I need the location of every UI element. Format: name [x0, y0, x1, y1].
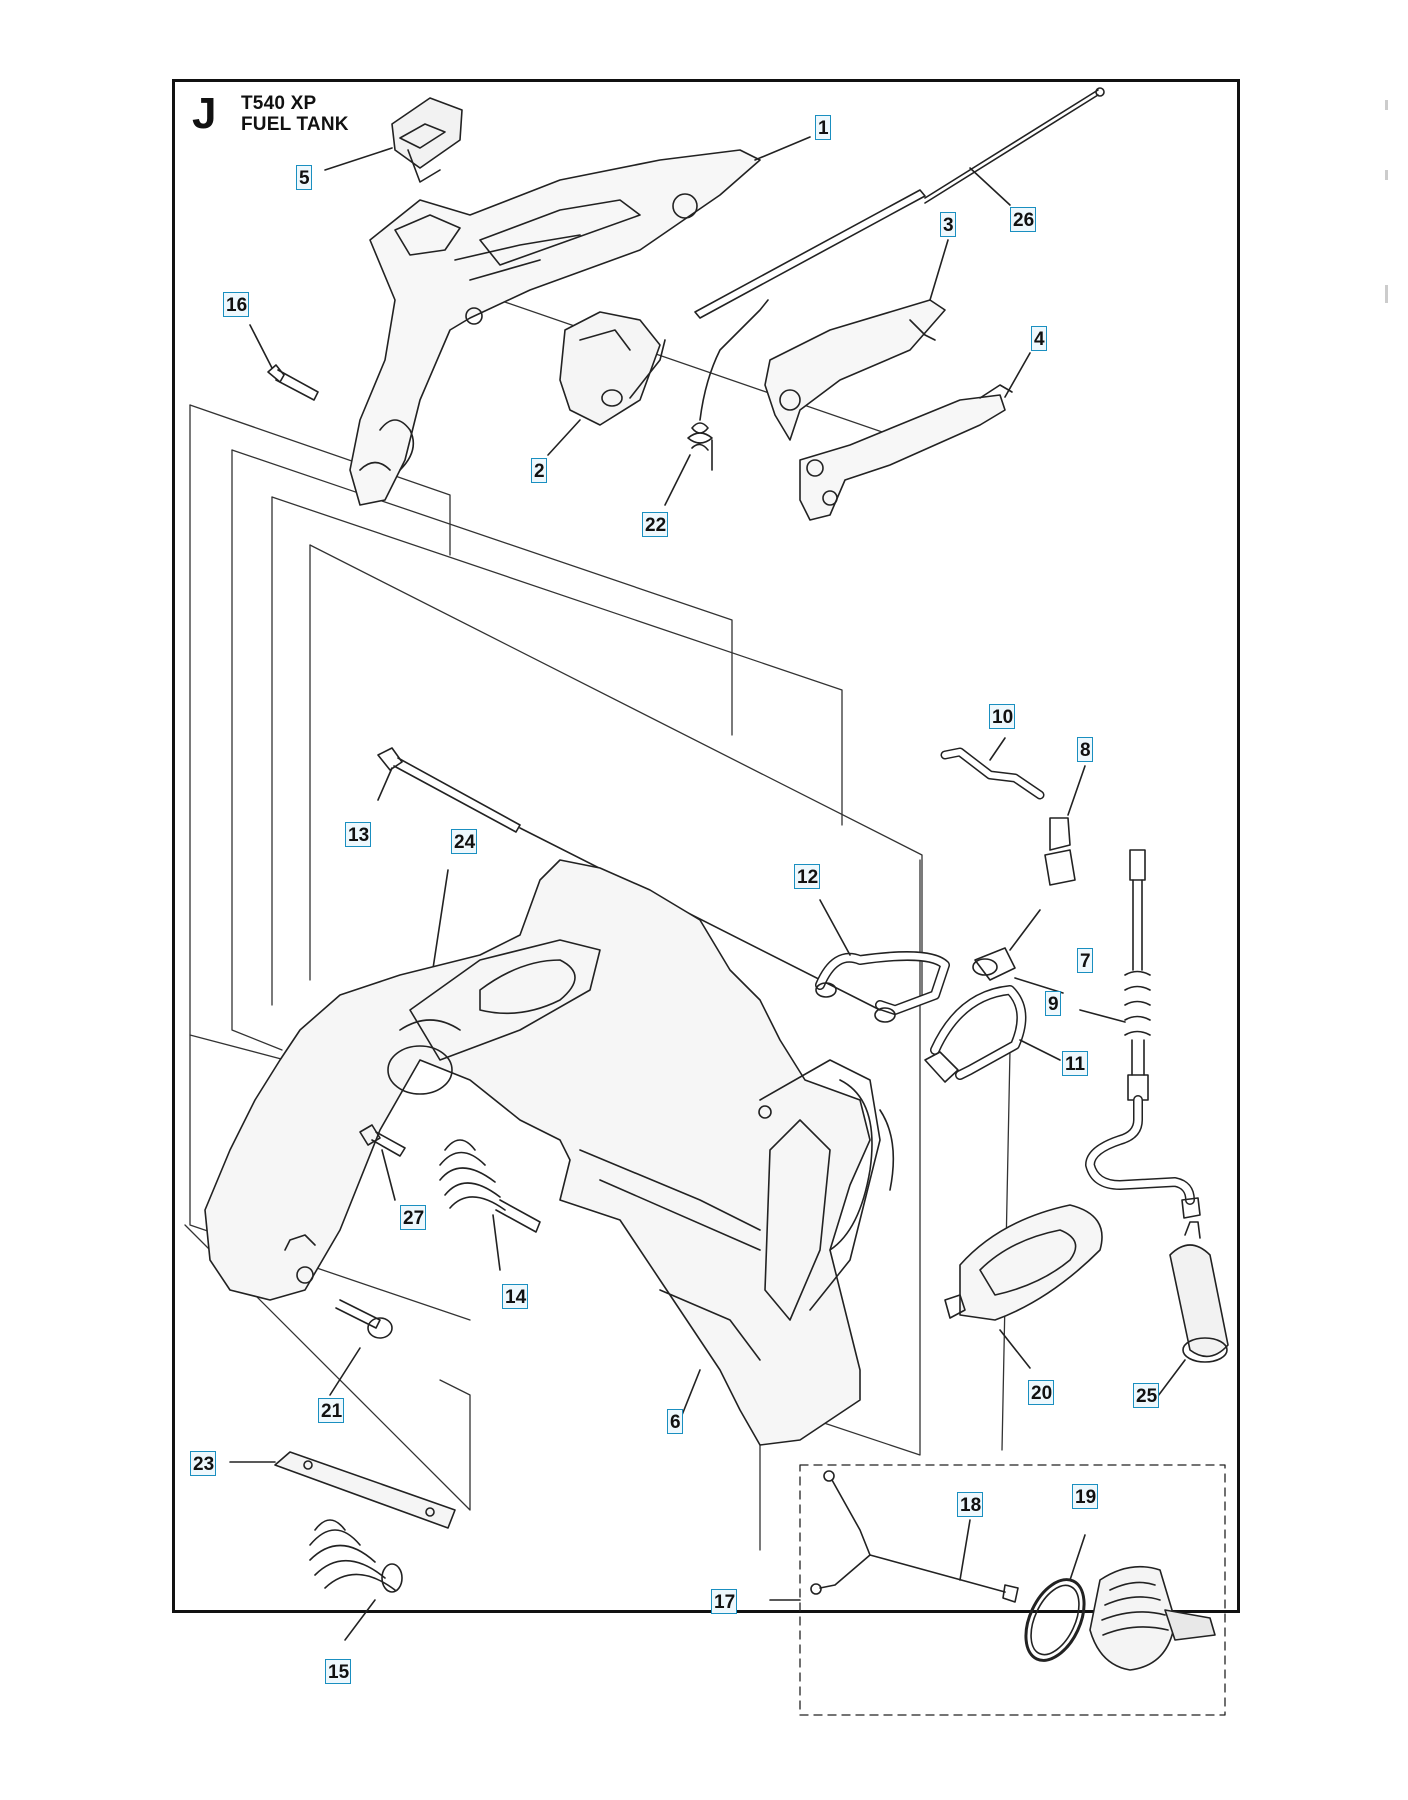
callout-9[interactable]: 9: [1045, 991, 1061, 1016]
part-5-switch: [324, 97, 463, 183]
part-18-retainer: [769, 1470, 1019, 1603]
guide-frames: [184, 289, 1011, 1551]
assembly-title: FUEL TANK: [241, 114, 349, 135]
part-27-screw: [359, 1124, 406, 1201]
callout-11[interactable]: 11: [1062, 1051, 1088, 1076]
callout-21[interactable]: 21: [318, 1398, 344, 1423]
part-1-handle: [349, 136, 811, 506]
callout-20[interactable]: 20: [1028, 1380, 1054, 1405]
callout-13[interactable]: 13: [345, 822, 371, 847]
callout-1[interactable]: 1: [815, 115, 831, 140]
callout-17[interactable]: 17: [711, 1589, 737, 1614]
callout-24[interactable]: 24: [451, 829, 477, 854]
part-6-tank: [204, 859, 895, 1446]
part-20-cover: [944, 1204, 1103, 1369]
callout-16[interactable]: 16: [223, 292, 249, 317]
callout-2[interactable]: 2: [531, 458, 547, 483]
callout-8[interactable]: 8: [1077, 737, 1093, 762]
callout-18[interactable]: 18: [957, 1492, 983, 1517]
model-title: T540 XP: [241, 93, 317, 114]
callout-26[interactable]: 26: [1010, 207, 1036, 232]
part-7-fitting: [972, 909, 1064, 994]
callout-14[interactable]: 14: [502, 1284, 528, 1309]
callout-12[interactable]: 12: [794, 864, 820, 889]
part-22-spring: [664, 299, 769, 506]
callout-6[interactable]: 6: [667, 1409, 683, 1434]
margin-mark: [1385, 100, 1388, 110]
section-letter: J: [192, 89, 217, 138]
part-9-pickup: [1079, 849, 1201, 1219]
part-3-trigger: [764, 239, 949, 441]
callout-3[interactable]: 3: [940, 212, 956, 237]
part-fuel-cap: [1089, 1565, 1216, 1671]
callout-25[interactable]: 25: [1133, 1383, 1159, 1408]
part-26-rod: [694, 87, 1105, 319]
part-12-bracket: [815, 899, 950, 1023]
part-2-bracket: [547, 311, 666, 456]
part-14-spring-mount: [439, 1139, 541, 1271]
fuel-cap-group-box: [799, 1464, 1226, 1716]
part-23-plate: [229, 1451, 456, 1529]
part-21-screw: [329, 1299, 393, 1396]
part-11-clamp: [924, 985, 1061, 1083]
part-16-screw: [249, 324, 319, 401]
callout-4[interactable]: 4: [1031, 326, 1047, 351]
callout-27[interactable]: 27: [400, 1205, 426, 1230]
part-4-lock: [799, 352, 1031, 521]
part-10-hose: [940, 737, 1045, 800]
part-15-spring: [309, 1519, 403, 1641]
callout-19[interactable]: 19: [1072, 1484, 1098, 1509]
callout-22[interactable]: 22: [642, 512, 668, 537]
part-25-filter: [1154, 1221, 1229, 1401]
callout-15[interactable]: 15: [325, 1659, 351, 1684]
callout-23[interactable]: 23: [190, 1451, 216, 1476]
margin-mark: [1385, 285, 1388, 303]
callout-7[interactable]: 7: [1077, 948, 1093, 973]
part-19-oring: [1024, 1534, 1086, 1662]
part-8-connector: [1044, 765, 1086, 886]
callout-5[interactable]: 5: [296, 165, 312, 190]
callout-10[interactable]: 10: [989, 704, 1015, 729]
margin-mark: [1385, 170, 1388, 180]
